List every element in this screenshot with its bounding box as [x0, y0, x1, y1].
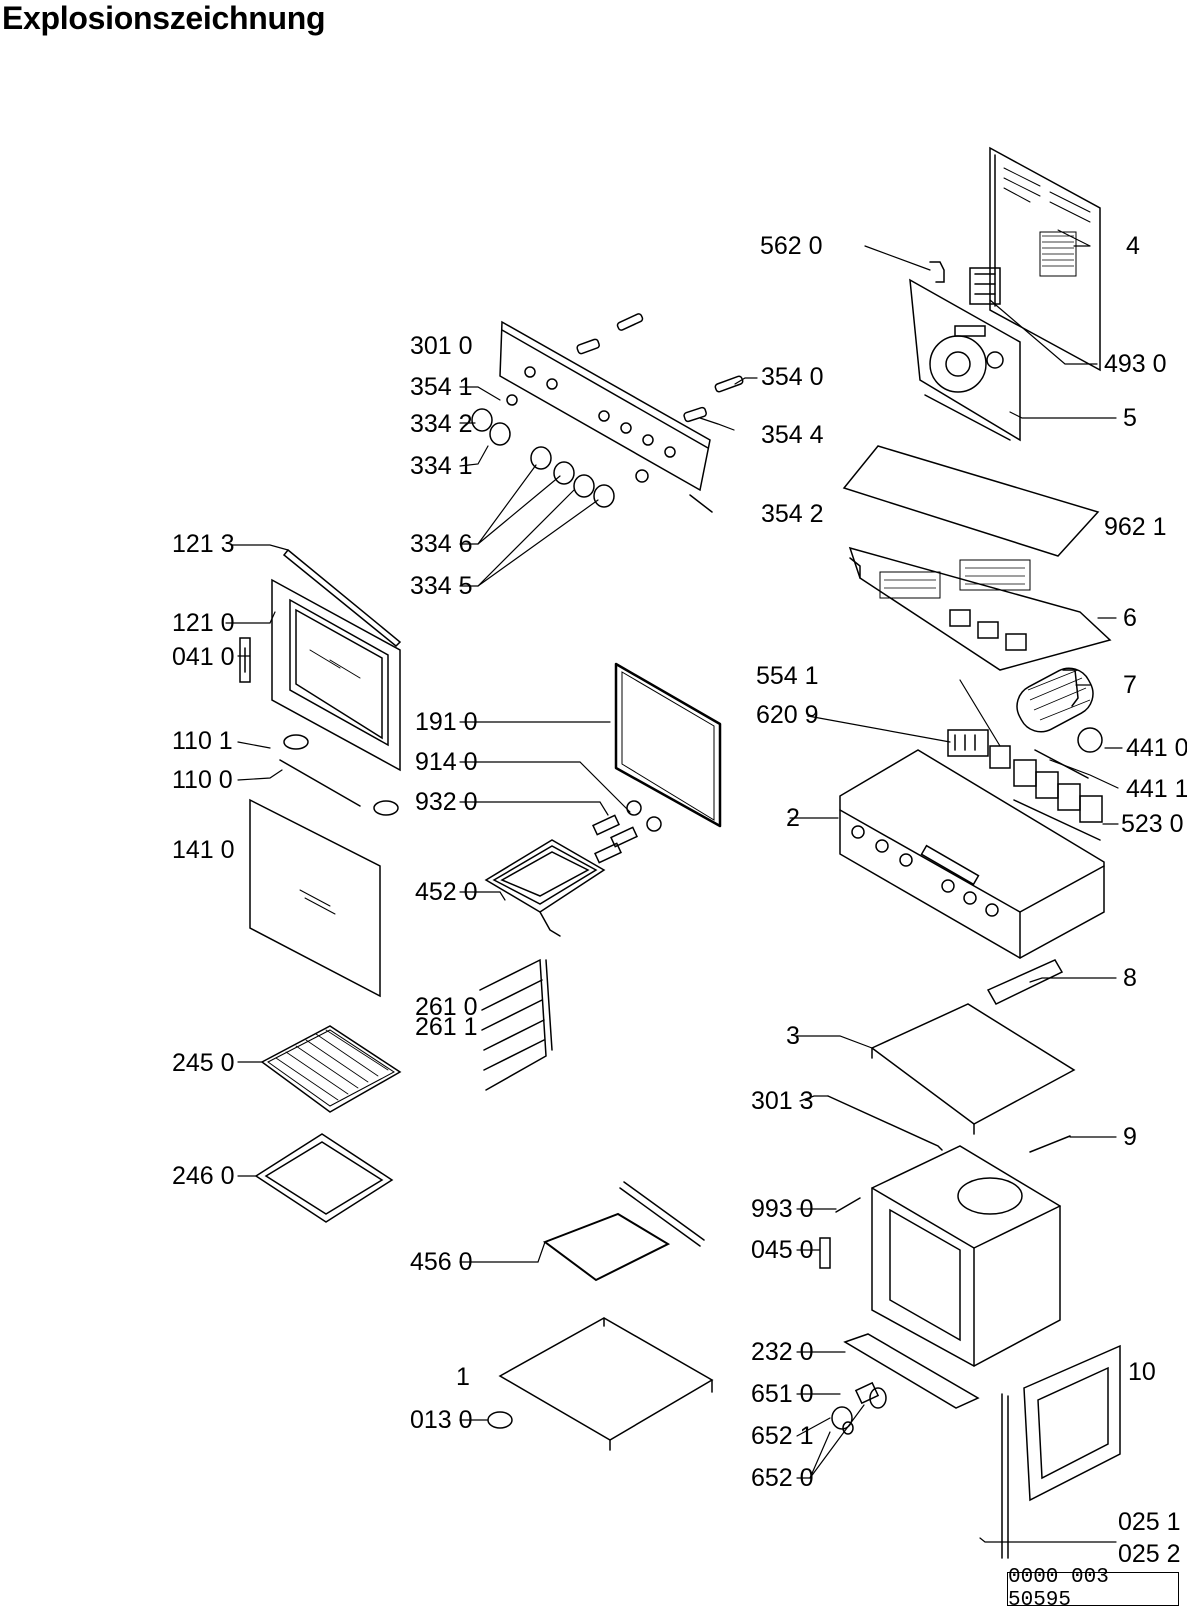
label-261-0: 261 0 — [415, 993, 478, 1021]
label-2: 2 — [786, 804, 800, 832]
label-1: 1 — [456, 1363, 470, 1391]
label-493-0: 493 0 — [1104, 350, 1167, 378]
label-993-0: 993 0 — [751, 1195, 814, 1223]
lamp-part-651-652 — [831, 1381, 887, 1435]
label-10: 10 — [1128, 1358, 1156, 1386]
clip-part-7 — [1062, 669, 1079, 707]
label-013-0: 013 0 — [410, 1406, 473, 1434]
label-7: 7 — [1123, 671, 1137, 699]
terminal-block-part-4930 — [969, 267, 1001, 305]
lower-element-part-4560 — [542, 1181, 705, 1282]
fan-wall-part-5 — [909, 278, 1021, 442]
label-301-0: 301 0 — [410, 332, 473, 360]
door-seal-part-1910 — [614, 662, 722, 828]
hinge-part-0410 — [239, 637, 251, 683]
label-334-1: 334 1 — [410, 452, 473, 480]
control-panel-part-3010 — [499, 320, 713, 513]
reference-number-box: 0000 003 50595 — [1007, 1566, 1179, 1612]
label-9: 9 — [1123, 1123, 1137, 1151]
shelf-rails-part-261 — [479, 958, 553, 1091]
oven-door-part-1210 — [271, 578, 401, 772]
strip-part-9 — [1029, 1135, 1071, 1153]
label-110-1: 110 1 — [172, 727, 233, 755]
label-121-0: 121 0 — [172, 609, 235, 637]
label-354-4: 354 4 — [761, 421, 824, 449]
label-354-1: 354 1 — [410, 373, 473, 401]
side-frame-part-10 — [1023, 1344, 1121, 1502]
fan-shaft-part-4411 — [1034, 749, 1089, 779]
label-025-1: 025 1 — [1118, 1508, 1181, 1536]
bottom-plate-part-1 — [498, 1317, 714, 1451]
grill-element-part-4520 — [484, 839, 606, 937]
label-523-0: 523 0 — [1121, 810, 1184, 838]
label-261-1: 261 1 — [415, 1013, 478, 1041]
label-334-6: 334 6 — [410, 530, 473, 558]
door-profile-part-1213 — [282, 548, 402, 648]
top-cover-part-6 — [848, 546, 1112, 671]
wire-rack-part-2450 — [260, 1025, 402, 1113]
label-4: 4 — [1126, 232, 1140, 260]
label-452-0: 452 0 — [415, 878, 478, 906]
label-554-1: 554 1 — [756, 662, 819, 690]
back-panel-part-4 — [989, 146, 1101, 372]
label-652-0: 652 0 — [751, 1464, 814, 1492]
insulation-mat-part-9621 — [842, 445, 1100, 557]
label-8: 8 — [1123, 964, 1137, 992]
clip-part-0450 — [819, 1237, 831, 1269]
label-041-0: 041 0 — [172, 643, 235, 671]
label-246-0: 246 0 — [172, 1162, 235, 1190]
label-651-0: 651 0 — [751, 1380, 814, 1408]
baking-tray-part-2460 — [254, 1133, 394, 1223]
label-110-0: 110 0 — [172, 766, 233, 794]
label-334-5: 334 5 — [410, 572, 473, 600]
leader-lines — [225, 245, 1123, 1543]
label-962-1: 962 1 — [1104, 513, 1167, 541]
oven-cavity — [871, 1145, 1061, 1367]
label-025-2: 025 2 — [1118, 1540, 1181, 1568]
label-5: 5 — [1123, 404, 1137, 432]
label-456-0: 456 0 — [410, 1248, 473, 1276]
label-245-0: 245 0 — [172, 1049, 235, 1077]
label-354-0: 354 0 — [761, 363, 824, 391]
bracket-part-8 — [986, 959, 1064, 1005]
label-441-0: 441 0 — [1126, 734, 1187, 762]
label-914-0: 914 0 — [415, 748, 478, 776]
screw-part-9930 — [835, 1197, 861, 1213]
switch-part-6209 — [947, 729, 989, 757]
control-switches-part-5230 — [1013, 759, 1103, 841]
foot-part-0130 — [487, 1411, 513, 1429]
switch-part-5541 — [989, 745, 1011, 769]
label-6: 6 — [1123, 604, 1137, 632]
label-334-2: 334 2 — [410, 410, 473, 438]
terminals-part-914-932 — [592, 800, 662, 864]
label-932-0: 932 0 — [415, 788, 478, 816]
label-620-9: 620 9 — [756, 701, 819, 729]
label-441-1: 441 1 — [1126, 775, 1187, 803]
page-title: Explosionszeichnung — [2, 0, 326, 36]
label-354-2: 354 2 — [761, 500, 824, 528]
label-121-3: 121 3 — [172, 530, 235, 558]
label-562-0: 562 0 — [760, 232, 823, 260]
knobs-part-334 — [471, 394, 615, 508]
label-652-1: 652 1 — [751, 1422, 814, 1450]
label-3: 3 — [786, 1022, 800, 1050]
control-frame-part-2 — [839, 749, 1105, 959]
bracket-part-5620 — [929, 261, 945, 283]
label-301-3: 301 3 — [751, 1087, 814, 1115]
handle-cap-part-1101 — [283, 734, 309, 750]
hinge-rods-part-025 — [1001, 1393, 1009, 1559]
fan-motor-part-4410 — [1016, 667, 1103, 753]
part-labels: 562 0 4 493 0 301 0 354 1 354 0 334 2 5 … — [172, 232, 1187, 1568]
rail-part-3013 — [827, 1095, 943, 1151]
label-191-0: 191 0 — [415, 708, 478, 736]
inner-glass-part-1410 — [249, 798, 381, 998]
label-045-0: 045 0 — [751, 1236, 814, 1264]
top-wall-part-3 — [870, 1003, 1076, 1135]
handle-bar-part-1100 — [279, 759, 361, 807]
label-232-0: 232 0 — [751, 1338, 814, 1366]
front-strip-part-2320 — [843, 1333, 980, 1409]
spindle-parts-354 — [576, 313, 744, 423]
label-141-0: 141 0 — [172, 836, 235, 864]
